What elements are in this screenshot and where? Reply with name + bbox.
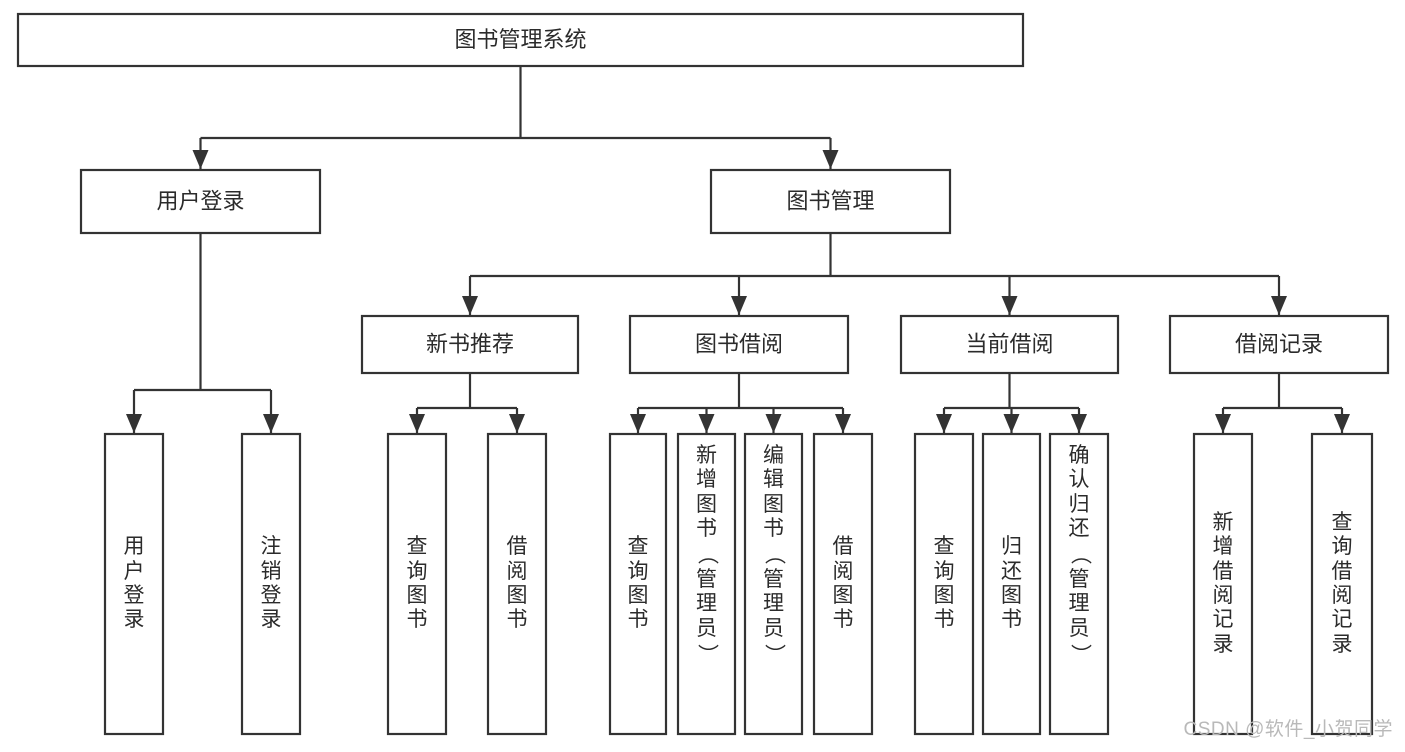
node-level2-1-label: 图书管理 (786, 188, 874, 213)
node-level3-3-rect[interactable] (1168, 314, 1390, 375)
node-root[interactable]: 图书管理系统 (16, 12, 1025, 68)
arrow-head-icon (126, 414, 142, 433)
node-leaf-3-rect[interactable] (486, 432, 548, 736)
node-leaf-0-rect[interactable] (103, 432, 165, 736)
node-level2-1-rect[interactable] (709, 168, 952, 235)
arrow-head-icon (630, 414, 646, 433)
node-level2-0[interactable]: 用户登录 (79, 168, 322, 235)
arrow-head-icon (1003, 414, 1020, 433)
node-leaf-8-rect[interactable] (913, 432, 975, 736)
arrow-head-icon (263, 414, 279, 433)
node-level3-2[interactable]: 当前借阅 (899, 314, 1120, 375)
node-leaf-2[interactable] (386, 432, 448, 736)
arrow-head-icon (462, 296, 478, 315)
node-level2-0-rect[interactable] (79, 168, 322, 235)
arrow-head-icon (822, 150, 839, 169)
arrow-head-icon (1001, 296, 1018, 315)
node-leaf-9-rect[interactable] (981, 432, 1042, 736)
node-leaf-10-rect[interactable] (1048, 432, 1110, 736)
node-leaf-11[interactable] (1192, 432, 1254, 736)
arrow-head-icon (765, 414, 782, 433)
node-leaf-0[interactable] (103, 432, 165, 736)
node-leaf-5[interactable] (676, 432, 737, 736)
node-leaf-8[interactable] (913, 432, 975, 736)
node-leaf-3[interactable] (486, 432, 548, 736)
node-leaf-11-rect[interactable] (1192, 432, 1254, 736)
node-leaf-1[interactable] (240, 432, 302, 736)
node-leaf-7[interactable] (812, 432, 874, 736)
arrow-head-icon (509, 414, 525, 433)
node-leaf-2-rect[interactable] (386, 432, 448, 736)
node-level3-0[interactable]: 新书推荐 (360, 314, 580, 375)
node-level3-1-label: 图书借阅 (695, 331, 783, 356)
connector-layer (126, 66, 1350, 433)
arrow-head-icon (835, 414, 851, 433)
node-leaf-6-rect[interactable] (743, 432, 804, 736)
node-leaf-5-rect[interactable] (676, 432, 737, 736)
arrow-head-icon (1271, 296, 1287, 315)
node-leaf-12[interactable] (1310, 432, 1374, 736)
node-level3-0-label: 新书推荐 (426, 331, 514, 356)
node-leaf-6[interactable] (743, 432, 804, 736)
node-leaf-9[interactable] (981, 432, 1042, 736)
node-level3-3[interactable]: 借阅记录 (1168, 314, 1390, 375)
arrow-head-icon (936, 414, 952, 433)
node-root-rect[interactable] (16, 12, 1025, 68)
node-level3-2-rect[interactable] (899, 314, 1120, 375)
arrow-head-icon (192, 150, 209, 169)
node-level3-0-rect[interactable] (360, 314, 580, 375)
arrow-head-icon (698, 414, 715, 433)
node-leaf-10[interactable] (1048, 432, 1110, 736)
node-leaf-1-rect[interactable] (240, 432, 302, 736)
node-leaf-7-rect[interactable] (812, 432, 874, 736)
arrow-head-icon (1071, 414, 1087, 433)
node-root-label: 图书管理系统 (454, 27, 586, 52)
node-level2-0-label: 用户登录 (156, 188, 244, 213)
arrow-head-icon (1334, 414, 1350, 433)
node-leaf-4-rect[interactable] (608, 432, 668, 736)
node-level3-1[interactable]: 图书借阅 (628, 314, 850, 375)
node-leaf-12-rect[interactable] (1310, 432, 1374, 736)
node-level2-1[interactable]: 图书管理 (709, 168, 952, 235)
node-level3-2-label: 当前借阅 (965, 331, 1053, 356)
node-level3-3-label: 借阅记录 (1235, 331, 1323, 356)
node-leaf-4[interactable] (608, 432, 668, 736)
arrow-head-icon (409, 414, 425, 433)
arrow-head-icon (1215, 414, 1231, 433)
arrow-head-icon (731, 296, 747, 315)
node-level3-1-rect[interactable] (628, 314, 850, 375)
